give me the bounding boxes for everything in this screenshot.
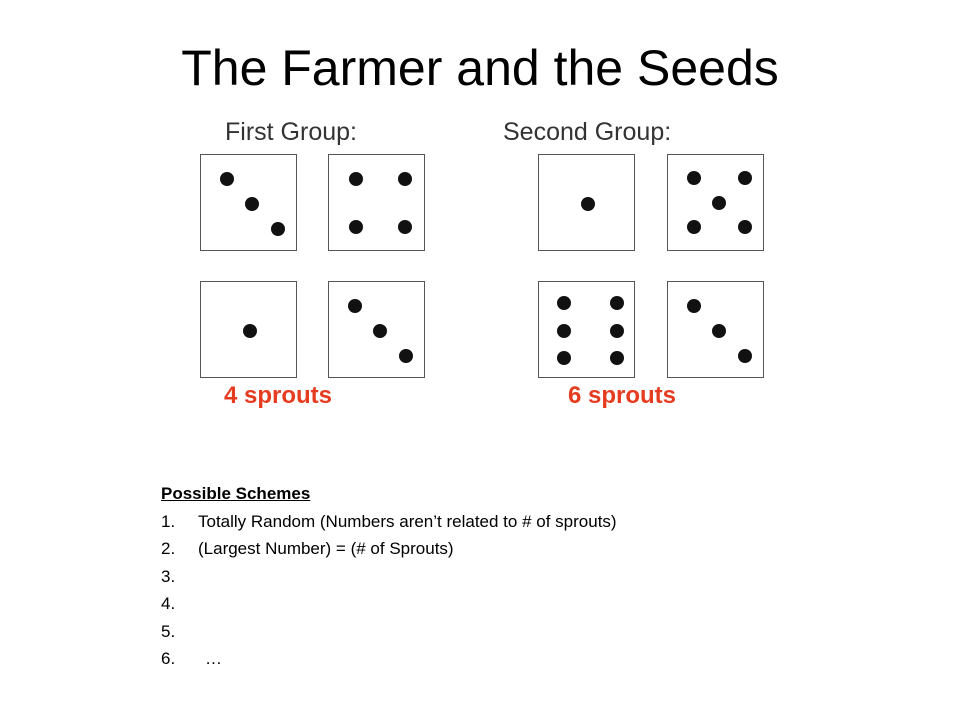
die-face-5 xyxy=(667,154,764,251)
slide-title: The Farmer and the Seeds xyxy=(181,40,779,96)
die-pip xyxy=(270,221,285,236)
scheme-number: 2. xyxy=(161,539,176,558)
scheme-item: 5. xyxy=(161,618,310,646)
die-pip xyxy=(609,350,624,365)
die-pip xyxy=(687,171,702,186)
possible-schemes: Possible Schemes 1. Totally Random (Numbe… xyxy=(161,480,617,673)
die-pip xyxy=(348,299,363,314)
die-pip xyxy=(220,172,235,187)
scheme-text: … xyxy=(205,649,222,668)
second-group-sprouts: 6 sprouts xyxy=(568,382,677,409)
die-pip xyxy=(737,348,752,363)
die-pip xyxy=(687,299,702,314)
scheme-item: 3. xyxy=(161,563,310,591)
die-face-3 xyxy=(328,281,425,378)
die-face-1 xyxy=(200,281,297,378)
first-group-sprouts: 4 sprouts xyxy=(224,382,333,409)
scheme-item: 6. … xyxy=(161,645,310,673)
die-pip xyxy=(580,196,595,211)
die-pip xyxy=(557,323,572,338)
die-pip xyxy=(398,348,413,363)
die-pip xyxy=(242,323,257,338)
schemes-heading: Possible Schemes xyxy=(161,484,311,503)
first-group-label: First Group: xyxy=(225,118,357,146)
scheme-number: 1. xyxy=(161,511,176,531)
die-face-3 xyxy=(667,281,764,378)
scheme-number: 5. xyxy=(161,621,176,641)
die-pip xyxy=(245,196,260,211)
die-pip xyxy=(349,219,364,234)
die-pip xyxy=(609,296,624,311)
second-group-label: Second Group: xyxy=(503,118,672,146)
die-face-3 xyxy=(200,154,297,251)
scheme-item: 4. xyxy=(161,590,310,618)
die-pip xyxy=(712,195,727,210)
die-face-1 xyxy=(538,154,635,251)
die-pip xyxy=(687,219,702,234)
die-pip xyxy=(397,172,412,187)
die-pip xyxy=(737,171,752,186)
die-pip xyxy=(609,323,624,338)
die-face-6 xyxy=(538,281,635,378)
die-pip xyxy=(712,323,727,338)
die-face-4 xyxy=(328,154,425,251)
scheme-number: 3. xyxy=(161,566,176,586)
die-pip xyxy=(373,323,388,338)
scheme-text: Totally Random (Numbers aren’t related t… xyxy=(198,511,617,531)
die-pip xyxy=(557,350,572,365)
scheme-item: 2. (Largest Number) = (# of Sprouts) xyxy=(161,535,454,563)
scheme-item: 1. Totally Random (Numbers aren’t related… xyxy=(161,508,617,536)
die-pip xyxy=(557,296,572,311)
die-pip xyxy=(397,219,412,234)
scheme-number: 6. xyxy=(161,649,176,668)
scheme-text: (Largest Number) = (# of Sprouts) xyxy=(198,539,454,558)
scheme-number: 4. xyxy=(161,594,176,613)
die-pip xyxy=(349,172,364,187)
die-pip xyxy=(737,219,752,234)
